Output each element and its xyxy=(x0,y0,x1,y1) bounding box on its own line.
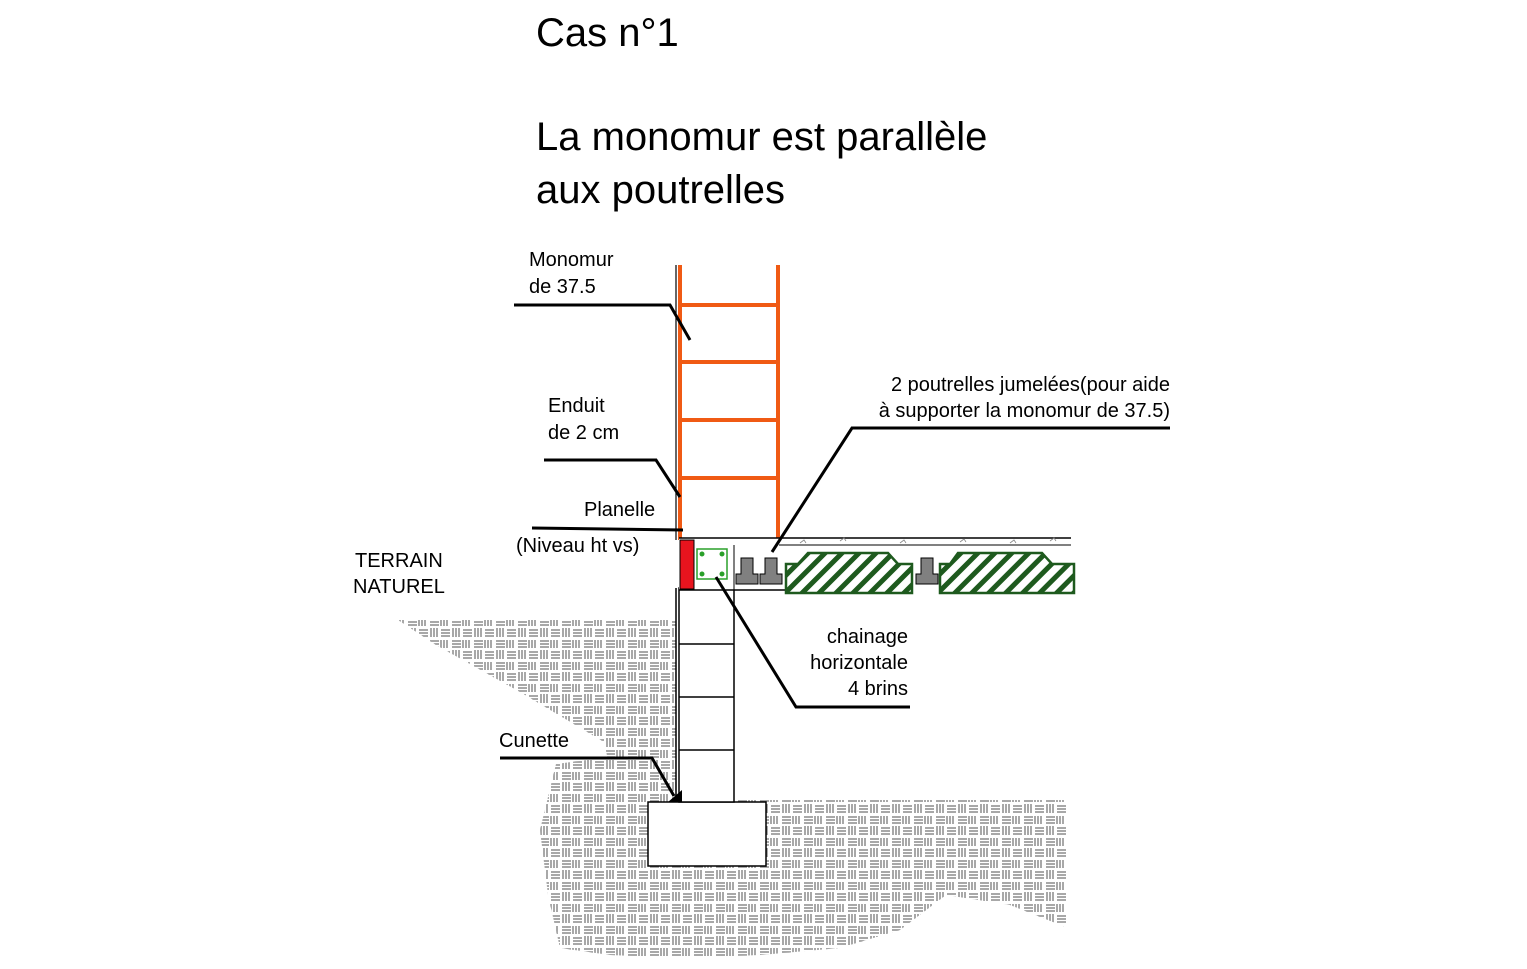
foundation-wall xyxy=(678,587,735,803)
label-terrain-1: TERRAIN xyxy=(355,550,443,572)
leader-enduit xyxy=(544,458,682,498)
chainage-bars xyxy=(699,551,725,577)
case-title: Cas n°1 xyxy=(536,11,679,55)
label-monomur-1: Monomur xyxy=(529,249,614,271)
label-chainage-3: 4 brins xyxy=(848,678,908,700)
leader-cunette xyxy=(500,756,676,797)
label-planelle: Planelle xyxy=(584,499,655,521)
label-enduit-2: de 2 cm xyxy=(548,422,619,444)
hourdis-2 xyxy=(938,551,1076,595)
label-enduit-1: Enduit xyxy=(548,395,605,417)
monomur-wall xyxy=(678,265,780,540)
label-niveau: (Niveau ht vs) xyxy=(516,535,639,557)
label-poutrelles-2: à supporter la monomur de 37.5) xyxy=(879,400,1170,422)
label-monomur-2: de 37.5 xyxy=(529,276,596,298)
label-chainage-2: horizontale xyxy=(810,652,908,674)
poutrelles xyxy=(735,557,939,585)
title-line-1: La monomur est parallèle xyxy=(536,115,987,159)
terrain-bottom xyxy=(540,752,1068,958)
planelle-block xyxy=(679,539,695,590)
label-poutrelles-1: 2 poutrelles jumelées(pour aide xyxy=(891,374,1170,396)
terrain-left xyxy=(398,620,676,850)
leader-chainage xyxy=(714,576,910,709)
leader-poutrelles xyxy=(770,426,1170,553)
leader-planelle xyxy=(531,526,684,532)
label-cunette: Cunette xyxy=(499,730,569,752)
leader-monomur xyxy=(514,303,692,341)
label-terrain-2: NATUREL xyxy=(353,576,445,598)
label-chainage-1: chainage xyxy=(827,626,908,648)
cunette-mark xyxy=(668,790,682,802)
footing xyxy=(647,801,767,867)
title-line-2: aux poutrelles xyxy=(536,168,785,212)
hourdis-1 xyxy=(784,551,914,595)
